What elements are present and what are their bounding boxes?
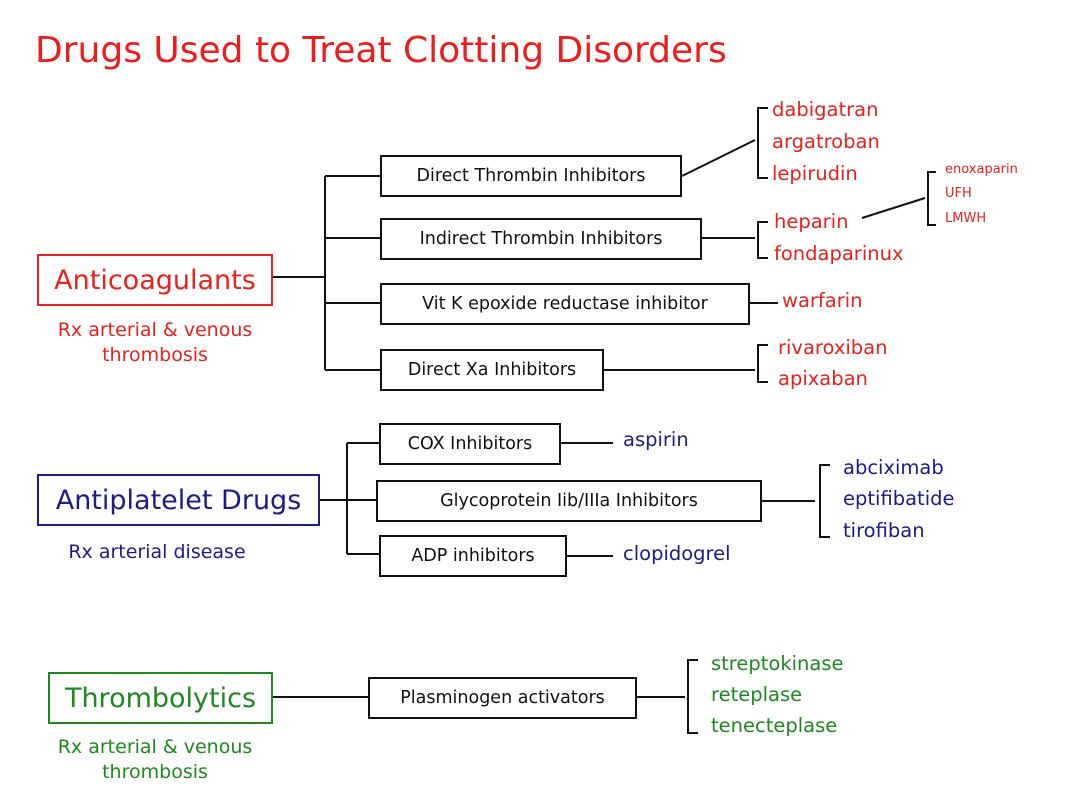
plasminogen-activators-box: Plasminogen activators	[368, 677, 637, 719]
thrombolytics-note: Rx arterial & venous thrombosis	[57, 736, 253, 783]
anticoagulants-box: Anticoagulants	[37, 254, 273, 306]
drug-tirofiban: tirofiban	[843, 519, 925, 542]
antiplatelet-drugs-box: Antiplatelet Drugs	[37, 474, 320, 526]
drug-argatroban: argatroban	[772, 130, 880, 153]
page-title: Drugs Used to Treat Clotting Disorders	[35, 30, 727, 71]
drug-fondaparinux: fondaparinux	[774, 242, 904, 265]
drug-warfarin: warfarin	[782, 289, 863, 312]
drug-lmwh: LMWH	[945, 211, 987, 226]
indirect-thrombin-inhibitors-box: Indirect Thrombin Inhibitors	[380, 218, 702, 260]
glycoprotein-iib-iiia-inhibitors-box: Glycoprotein Iib/IIIa Inhibitors	[376, 480, 762, 522]
drug-rivaroxiban: rivaroxiban	[778, 336, 888, 359]
direct-thrombin-inhibitors-box: Direct Thrombin Inhibitors	[380, 155, 682, 197]
drug-enoxaparin: enoxaparin	[945, 162, 1018, 177]
anticoagulants-note: Rx arterial & venous thrombosis	[57, 319, 253, 366]
drug-dabigatran: dabigatran	[772, 98, 879, 121]
vit-k-epoxide-reductase-inhibitor-box: Vit K epoxide reductase inhibitor	[380, 283, 750, 325]
drug-heparin: heparin	[774, 210, 849, 233]
drug-apixaban: apixaban	[778, 367, 868, 390]
drug-eptifibatide: eptifibatide	[843, 487, 955, 510]
thrombolytics-box: Thrombolytics	[48, 672, 273, 724]
drug-ufh: UFH	[945, 186, 972, 201]
direct-xa-inhibitors-box: Direct Xa Inhibitors	[380, 349, 604, 391]
drug-tenecteplase: tenecteplase	[711, 714, 838, 737]
antiplatelet-note: Rx arterial disease	[68, 541, 246, 563]
drug-clopidogrel: clopidogrel	[623, 542, 731, 565]
drug-lepirudin: lepirudin	[772, 162, 858, 185]
drug-streptokinase: streptokinase	[711, 652, 844, 675]
drug-aspirin: aspirin	[623, 428, 689, 451]
drug-reteplase: reteplase	[711, 683, 803, 706]
cox-inhibitors-box: COX Inhibitors	[379, 423, 561, 465]
adp-inhibitors-box: ADP inhibitors	[379, 535, 567, 577]
drug-abciximab: abciximab	[843, 456, 944, 479]
